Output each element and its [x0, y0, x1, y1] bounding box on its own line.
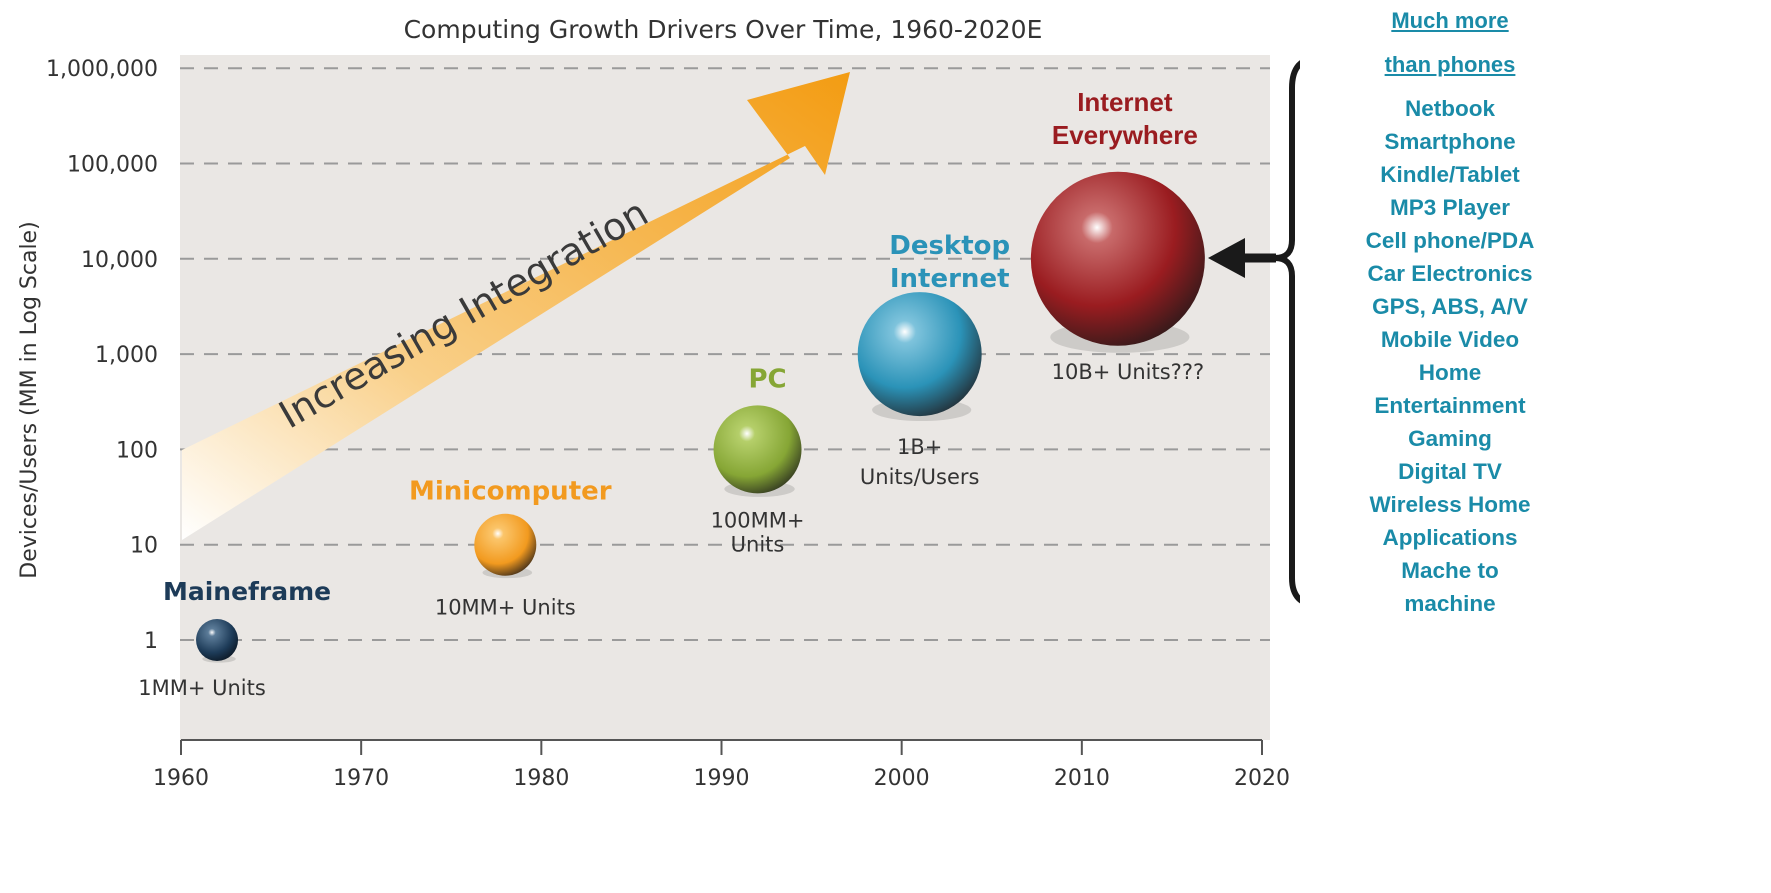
y-tick-label: 1 [144, 629, 158, 654]
header-line-2: than phones [1384, 52, 1516, 77]
list-item: Home [1418, 360, 1482, 385]
y-axis-label: Devices/Users (MM in Log Scale) [17, 221, 42, 578]
x-tick-label: 2010 [1054, 766, 1110, 791]
x-tick-label: 1960 [153, 766, 209, 791]
list-item: GPS, ABS, A/V [1372, 294, 1528, 319]
chart-svg: Computing Growth Drivers Over Time, 1960… [17, 15, 1300, 791]
y-tick-label: 1,000,000 [46, 57, 158, 82]
x-tick-label: 2020 [1234, 766, 1290, 791]
list-item: Netbook [1405, 96, 1495, 121]
header-line-1: Much more [1391, 8, 1509, 33]
list-item: Smartphone [1384, 129, 1516, 154]
x-tick-label: 1990 [694, 766, 750, 791]
y-tick-label: 10 [130, 534, 158, 559]
x-axis-ticks: 1960 1970 1980 1990 2000 2010 2020 [153, 740, 1290, 791]
point-units-label: 100MM+ [711, 508, 805, 532]
list-item: Applications [1382, 525, 1518, 550]
list-item: Mache to [1401, 558, 1499, 583]
list-bracket [1274, 60, 1300, 604]
point-units-label: 1B+ [897, 435, 942, 459]
list-item: MP3 Player [1389, 195, 1511, 220]
point-name-label: Internet [1077, 87, 1173, 117]
point-units-label: 10MM+ Units [435, 596, 576, 620]
point-name-label: Maineframe [163, 577, 331, 606]
point-units-label: Units [731, 532, 785, 556]
y-tick-label: 10,000 [81, 248, 158, 273]
list-item: Mobile Video [1380, 327, 1520, 352]
data-point-sphere [1030, 171, 1205, 346]
data-point-sphere [196, 619, 239, 661]
list-item: Gaming [1408, 426, 1492, 451]
point-name-label: Everywhere [1052, 120, 1198, 150]
x-tick-label: 1980 [513, 766, 569, 791]
point-name-label: PC [748, 364, 786, 394]
list-header: Much more than phones [1300, 8, 1600, 78]
point-units-label: 1MM+ Units [138, 676, 266, 700]
list-item: machine [1404, 591, 1496, 616]
data-point-sphere [713, 405, 802, 494]
point-name-label: Desktop [889, 231, 1010, 261]
data-points: Maineframe 1MM+ Units Minicomputer 10MM+ Un… [138, 87, 1205, 700]
point-name-label: Minicomputer [409, 477, 612, 507]
x-tick-label: 1970 [333, 766, 389, 791]
integration-arrow [182, 72, 850, 540]
pointer-arrowhead [1208, 238, 1245, 278]
list-item: Entertainment [1374, 393, 1526, 418]
y-tick-label: 100,000 [67, 153, 158, 178]
list-item: Wireless Home [1369, 492, 1531, 517]
point-units-label: Units/Users [860, 465, 980, 489]
gridlines [180, 67, 1270, 641]
x-tick-label: 2000 [874, 766, 930, 791]
data-point-sphere [474, 513, 537, 576]
chart-title: Computing Growth Drivers Over Time, 1960… [404, 15, 1043, 44]
y-tick-label: 100 [116, 438, 158, 463]
point-units-label: 10B+ Units??? [1052, 360, 1205, 384]
y-tick-label: 1,000 [95, 343, 158, 368]
list-item: Car Electronics [1367, 261, 1533, 286]
y-tick-labels: 1 10 100 1,000 10,000 100,000 1,000,000 [46, 57, 158, 654]
data-point-sphere [857, 292, 982, 417]
list-item: Digital TV [1398, 459, 1502, 484]
list-item: Cell phone/PDA [1365, 228, 1535, 253]
list-item: Kindle/Tablet [1380, 162, 1520, 187]
point-name-label: Internet [890, 264, 1010, 294]
